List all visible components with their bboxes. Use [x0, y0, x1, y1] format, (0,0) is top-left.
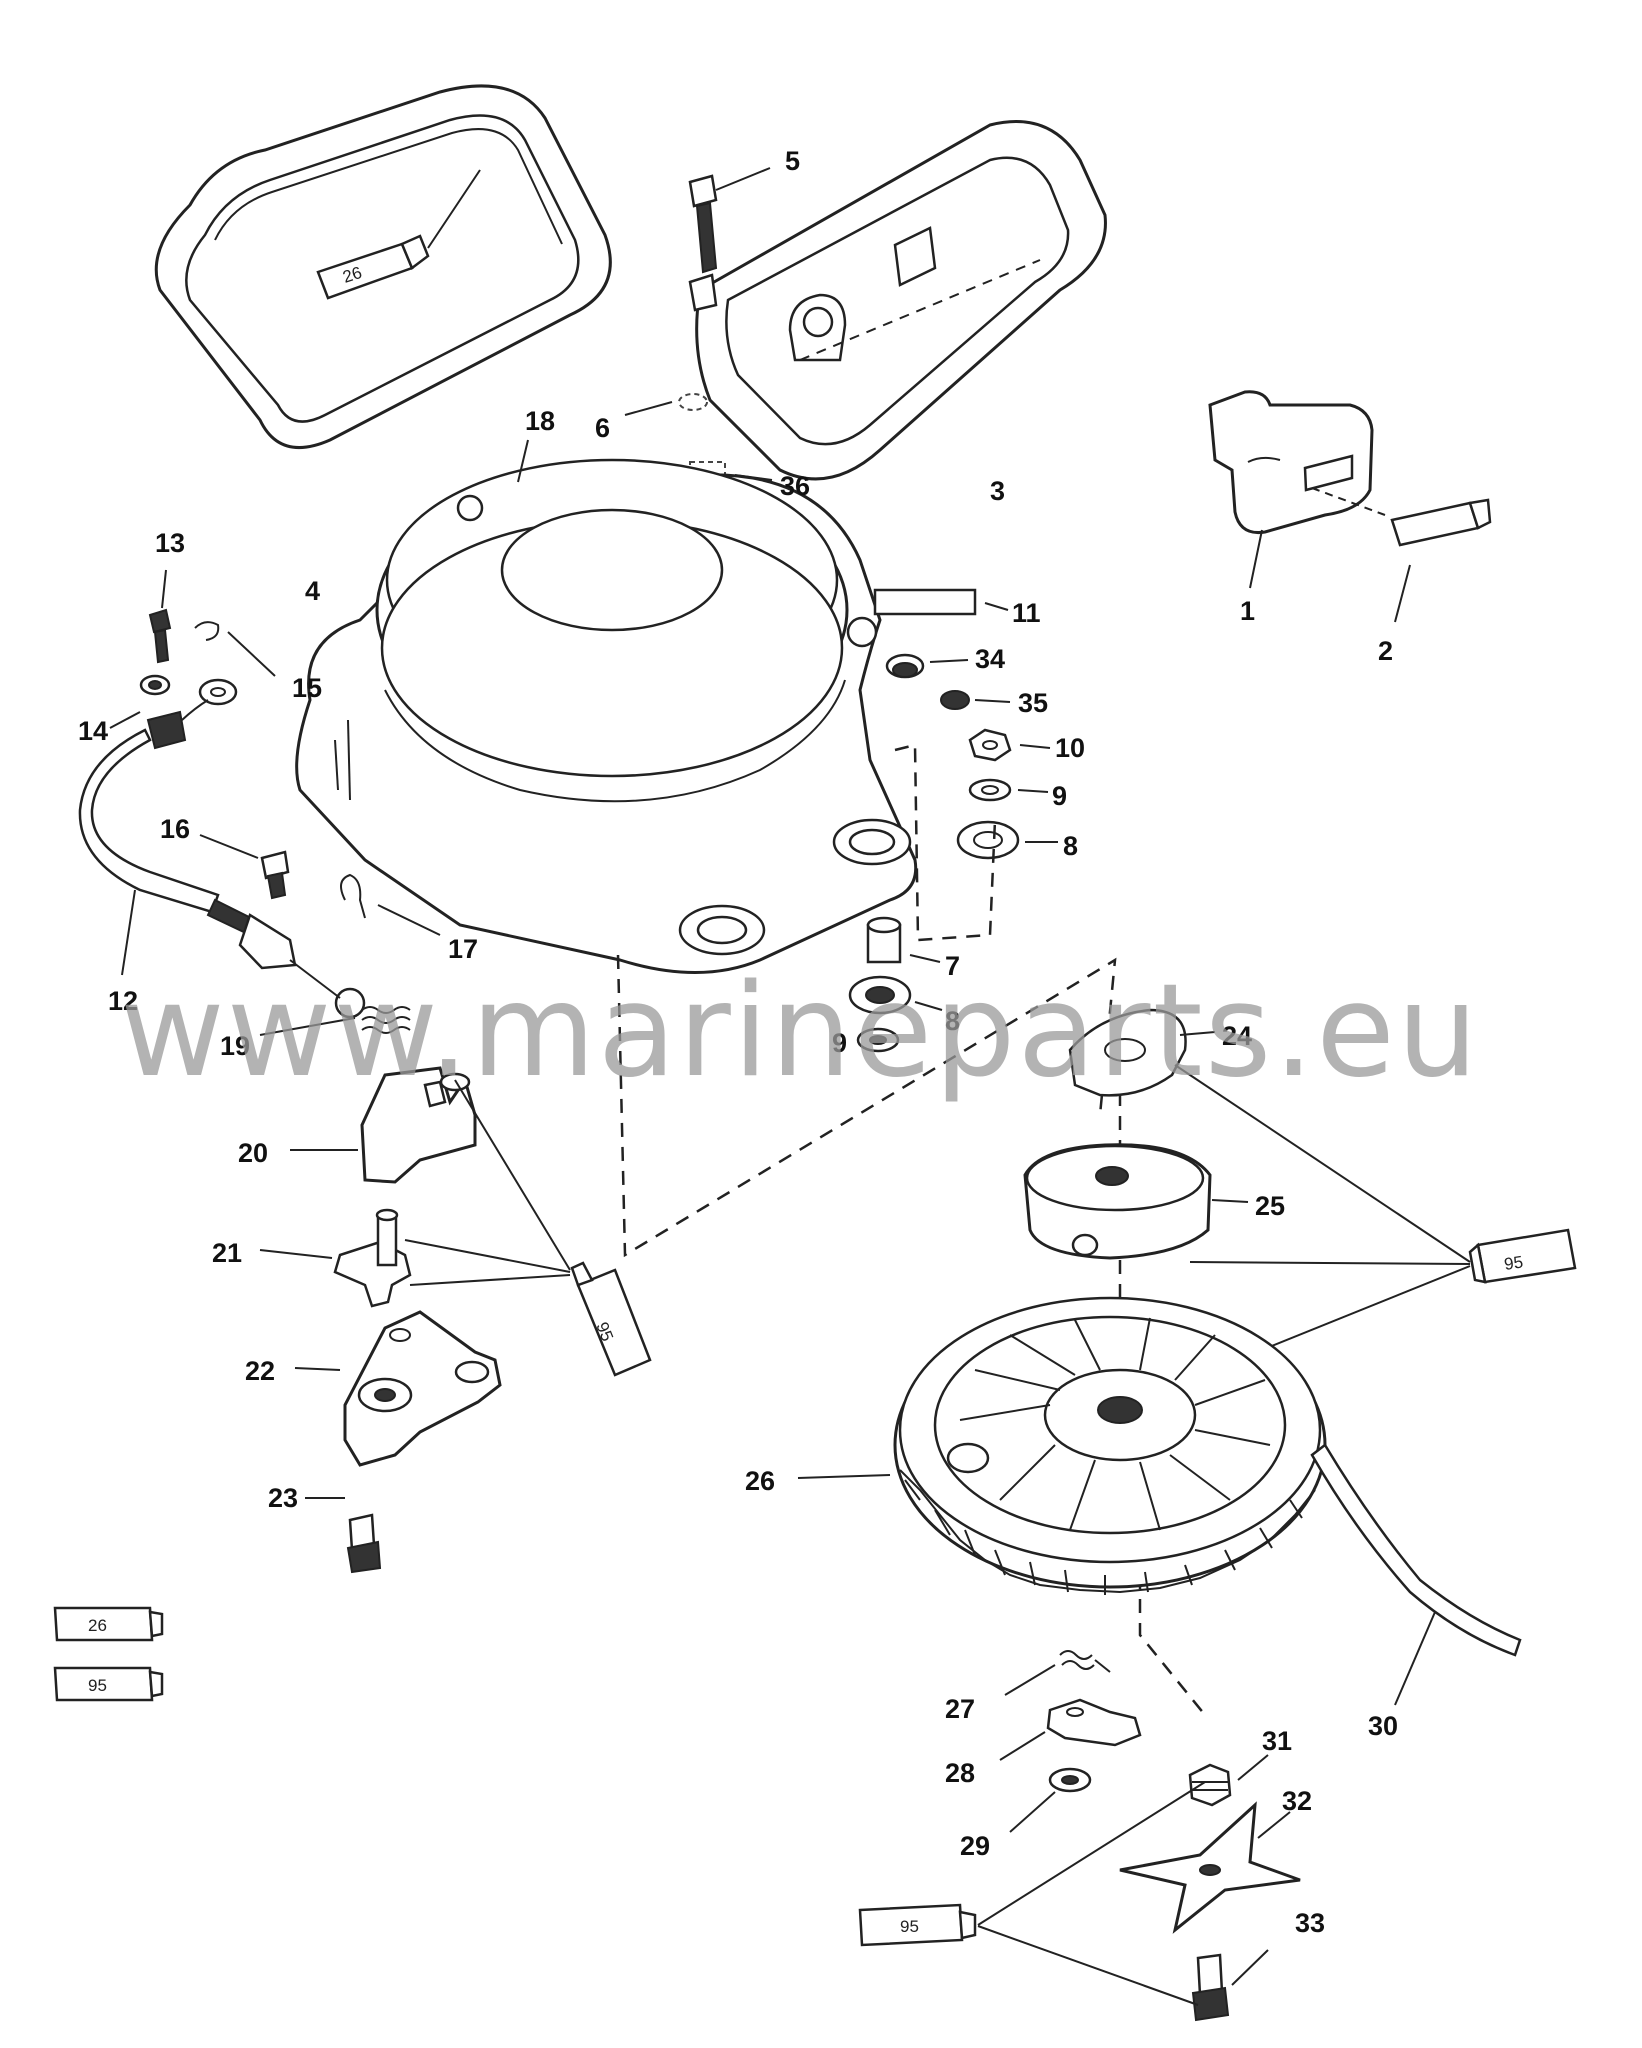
part-35-nut [940, 690, 1011, 710]
callout-17: 17 [448, 934, 478, 964]
part-32-plate [1119, 1801, 1301, 1934]
part-29-clip [1009, 1767, 1092, 1833]
part-5-bolt [688, 167, 771, 274]
legend-95-label: 95 [88, 1676, 107, 1695]
callout-18: 18 [525, 406, 555, 436]
callout-35: 35 [1018, 688, 1048, 718]
callout-9-upper: 9 [1052, 781, 1067, 811]
callout-16: 16 [160, 814, 190, 844]
part-31-nut [1188, 1754, 1269, 1807]
callout-32: 32 [1282, 1786, 1312, 1816]
watermark-text: www.marineparts.eu [120, 957, 1480, 1106]
callout-20: 20 [238, 1138, 268, 1168]
part-3-cover [688, 120, 1107, 481]
dashed-leader-right [894, 743, 997, 942]
callout-15: 15 [292, 673, 322, 703]
part-17-pin [340, 873, 441, 936]
callout-24: 24 [1222, 1021, 1252, 1051]
callout-labels: 1 2 3 4 5 6 7 8 8 9 9 10 11 12 13 14 15 … [78, 146, 1398, 1938]
part-26-pulley [797, 1296, 1327, 1595]
part-6-washer [624, 393, 708, 416]
part-30-rope [1310, 1443, 1522, 1706]
part-14-washer [109, 674, 171, 729]
callout-30: 30 [1368, 1711, 1398, 1741]
callout-1: 1 [1240, 596, 1255, 626]
callout-9-lower: 9 [832, 1028, 847, 1058]
callout-7: 7 [945, 951, 960, 981]
callout-26: 26 [745, 1466, 775, 1496]
callout-31: 31 [1262, 1726, 1292, 1756]
part-15-clip [194, 621, 276, 677]
legend-tube-95: 95 [53, 1666, 164, 1702]
tube-bottom: 95 [858, 1781, 1206, 2006]
tube-right: 95 [1174, 1064, 1577, 1386]
part-33-bolt [1191, 1949, 1269, 2022]
callout-36: 36 [780, 471, 810, 501]
dashed-axis-lower [1138, 1575, 1206, 1716]
part-16-screw [199, 834, 290, 900]
callout-34: 34 [975, 644, 1005, 674]
callout-33: 33 [1295, 1908, 1325, 1938]
part-24-plate [1068, 1008, 1216, 1097]
legend-tube-26: 26 [53, 1606, 164, 1642]
callout-8-upper: 8 [1063, 831, 1078, 861]
callout-28: 28 [945, 1758, 975, 1788]
part-10-nut [968, 728, 1051, 762]
part-18-housing [295, 439, 918, 974]
callout-6: 6 [595, 413, 610, 443]
part-13-screw [148, 569, 172, 664]
callout-8-lower: 8 [945, 1006, 960, 1036]
callout-13: 13 [155, 528, 185, 558]
part-22-bracket [294, 1310, 502, 1467]
part-21-pawl [259, 1208, 412, 1308]
callout-22: 22 [245, 1356, 275, 1386]
callout-19: 19 [220, 1031, 250, 1061]
callout-3: 3 [990, 476, 1005, 506]
part-9-washer-lower [856, 1027, 900, 1053]
tube-left-mid: 95 [404, 1079, 652, 1377]
part-7-sleeve [866, 916, 941, 964]
part-12-cable [78, 678, 366, 1019]
part-28-pawl [999, 1698, 1142, 1761]
callout-25: 25 [1255, 1191, 1285, 1221]
callout-21: 21 [212, 1238, 242, 1268]
part-25-cup [1023, 1143, 1249, 1260]
part-34-bushing [885, 653, 969, 679]
callout-5: 5 [785, 146, 800, 176]
part-1-handle [1208, 390, 1374, 589]
part-27-spring [1004, 1650, 1111, 1696]
tube-right-label: 95 [1503, 1253, 1524, 1274]
callout-14: 14 [78, 716, 108, 746]
part-8-bushing-upper [956, 820, 1058, 860]
part-8-bushing-lower [848, 975, 943, 1015]
part-23-screw [305, 1497, 382, 1574]
tube-seal-top: 26 [316, 169, 481, 300]
callout-27: 27 [945, 1694, 975, 1724]
part-2-insert [1311, 487, 1492, 623]
callout-23: 23 [268, 1483, 298, 1513]
tube-bottom-label: 95 [900, 1917, 919, 1936]
part-9-washer-upper [968, 778, 1049, 802]
callout-2: 2 [1378, 636, 1393, 666]
callout-10: 10 [1055, 733, 1085, 763]
part-11-decal [873, 588, 1009, 616]
part-19-spring [259, 1006, 411, 1036]
callout-11: 11 [1012, 598, 1041, 628]
part-20-lever [290, 1066, 477, 1184]
legend-26-label: 26 [88, 1616, 107, 1635]
callout-29: 29 [960, 1831, 990, 1861]
tube-seal-top-label: 26 [340, 263, 364, 287]
callout-4: 4 [305, 576, 320, 606]
callout-12: 12 [108, 986, 138, 1016]
